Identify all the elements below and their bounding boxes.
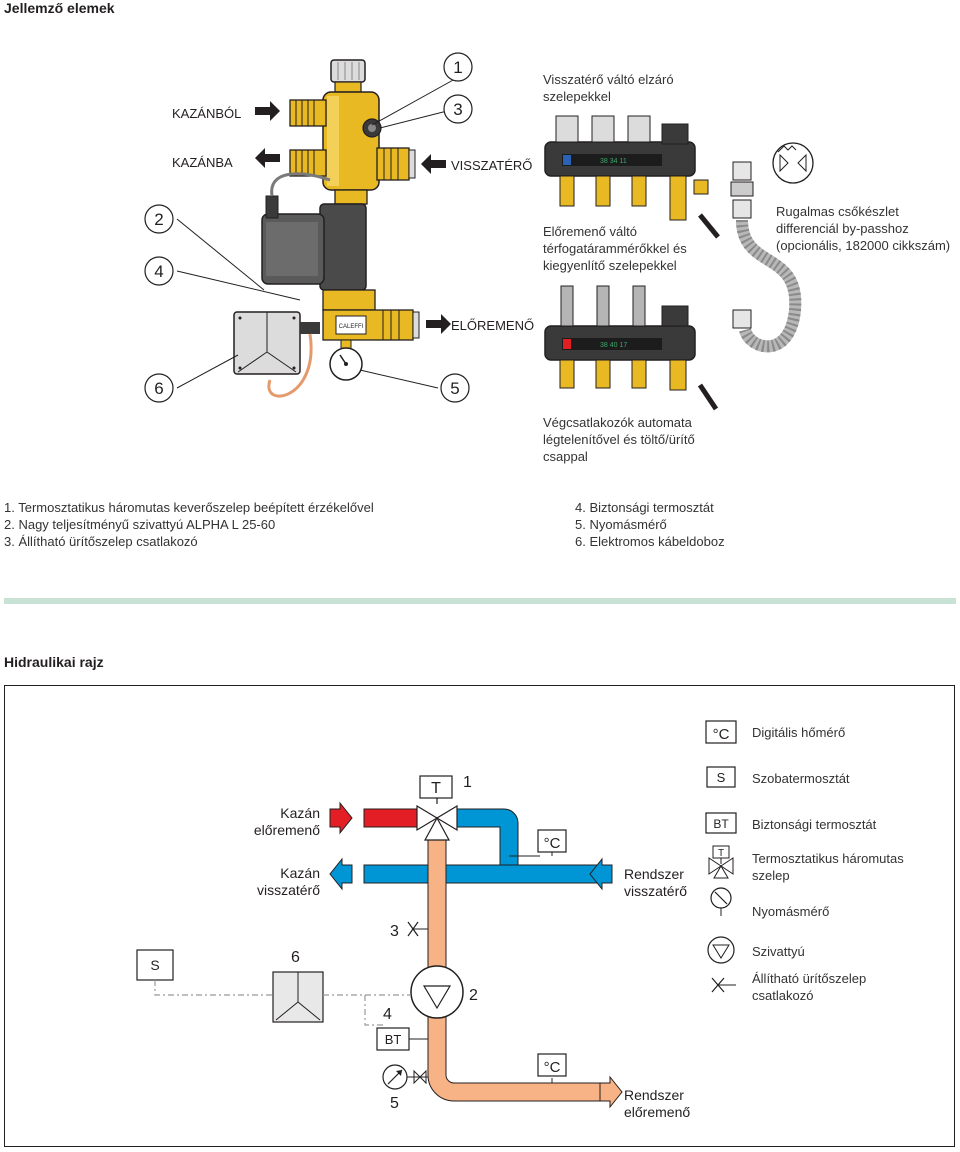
flow-outlet-block: CALEFFI xyxy=(322,289,420,341)
svg-text:T: T xyxy=(718,848,724,859)
system-return-pipe xyxy=(363,864,601,884)
number-2: 2 xyxy=(469,987,478,1004)
boiler-return-fitting xyxy=(289,149,327,177)
callout-3: 3 xyxy=(453,100,462,119)
manifold-display-bottom: 38 40 17 xyxy=(600,342,627,349)
section-heading-hydraulic: Hidraulikai rajz xyxy=(4,654,104,670)
gauge-brand-text: CALEFFI xyxy=(339,324,364,330)
boiler-flow-fitting xyxy=(289,99,327,127)
label-return: VISSZATÉRŐ xyxy=(451,158,533,173)
number-1: 1 xyxy=(463,774,472,791)
section-divider xyxy=(4,598,956,604)
legend-item: 1. Termosztatikus háromutas keverőszelep… xyxy=(4,500,374,515)
legend-thermometer-icon xyxy=(705,720,737,744)
label-boiler-flow: Kazán előremenő xyxy=(253,805,320,838)
label-return-manifold: Visszatérő váltó elzáró szelepekkel xyxy=(543,72,674,104)
number-4: 4 xyxy=(383,1006,392,1023)
hydraulic-diagram-frame xyxy=(4,685,955,1147)
legend-text-safety-thermostat: Biztonsági termosztát xyxy=(752,817,877,832)
callout-4: 4 xyxy=(154,262,163,281)
svg-text:°C: °C xyxy=(713,726,730,743)
legend-text-three-way-valve: Termosztatikus háromutas szelep xyxy=(752,851,904,883)
return-fitting xyxy=(376,147,416,181)
callout-1: 1 xyxy=(453,58,462,77)
system-return-arrow xyxy=(589,857,613,891)
return-manifold-illustration: 38 34 11 xyxy=(544,115,720,239)
callout-5: 5 xyxy=(450,379,459,398)
label-boiler-return: Kazán visszatérő xyxy=(256,865,320,898)
number-3: 3 xyxy=(390,923,399,940)
pump-symbol xyxy=(410,965,464,1019)
svg-text:BT: BT xyxy=(385,1032,402,1047)
label-from-boiler: KAZÁNBÓL xyxy=(172,106,242,121)
mixing-valve-body xyxy=(322,91,382,191)
electrical-box-illustration xyxy=(233,311,320,398)
manifold-display-top: 38 34 11 xyxy=(600,158,627,165)
bypass-pipe xyxy=(451,808,519,866)
boiler-flow-pipe xyxy=(363,808,423,828)
svg-text:S: S xyxy=(150,957,159,973)
legend-text-room-thermostat: Szobatermosztát xyxy=(752,771,850,786)
number-5: 5 xyxy=(390,1095,399,1112)
label-hose-kit: Rugalmas csőkészlet differenciál by-pass… xyxy=(776,204,951,253)
legend-text-pressure-gauge: Nyomásmérő xyxy=(752,904,830,919)
legend-pump-icon xyxy=(707,936,735,964)
section-heading-features: Jellemző elemek xyxy=(4,0,115,16)
legend-item: 5. Nyomásmérő xyxy=(575,517,667,532)
room-thermostat-symbol xyxy=(136,949,174,981)
drain-valve-symbol xyxy=(407,921,428,937)
digital-thermometer-return: °C xyxy=(509,829,567,857)
label-system-flow: Rendszer előremenő xyxy=(624,1087,691,1120)
flexible-hose-illustration xyxy=(730,142,814,353)
flow-manifold-illustration: 38 40 17 xyxy=(544,285,719,411)
svg-text:°C: °C xyxy=(544,835,561,852)
callout-2: 2 xyxy=(154,210,163,229)
three-way-valve-symbol: T xyxy=(416,775,458,841)
label-flow-manifold: Előremenő váltó térfogatárammérőkkel és … xyxy=(543,224,687,273)
system-flow-arrow xyxy=(599,1075,623,1109)
mixing-unit-illustration: CALEFFI xyxy=(144,52,814,411)
legend-item: 4. Biztonsági termosztát xyxy=(575,500,714,515)
legend-three-way-valve-icon: T xyxy=(708,845,734,879)
mixing-valve-head xyxy=(330,59,366,93)
legend-item: 3. Állítható ürítőszelep csatlakozó xyxy=(4,534,198,549)
pressure-gauge-illustration xyxy=(329,339,363,381)
number-6: 6 xyxy=(291,949,300,966)
legend-pressure-gauge-icon xyxy=(710,887,732,916)
legend-right: 4. Biztonsági termosztát 5. Nyomásmérő 6… xyxy=(575,499,935,550)
digital-thermometer-flow: °C xyxy=(537,1053,567,1083)
direction-arrows xyxy=(255,101,451,334)
callout-circles: 1 3 2 4 6 5 xyxy=(144,52,473,403)
legend-item: 2. Nagy teljesítményű szivattyú ALPHA L … xyxy=(4,517,276,532)
legend-drain-valve-icon xyxy=(711,977,736,993)
hydraulic-schematic: T 1 °C °C 3 2 S 6 4 xyxy=(136,720,737,1112)
legend-item: 6. Elektromos kábeldoboz xyxy=(575,534,725,549)
legend-text-drain-valve: Állítható ürítőszelep csatlakozó xyxy=(752,971,867,1003)
label-end-fittings: Végcsatlakozók automata légtelenítővel é… xyxy=(543,415,695,464)
label-flow: ELŐREMENŐ xyxy=(451,318,535,333)
pump-illustration xyxy=(261,172,367,291)
legend-safety-thermostat-icon xyxy=(705,812,737,834)
svg-text:S: S xyxy=(717,770,726,785)
legend-symbols: °C S BT T xyxy=(705,720,737,993)
label-system-return: Rendszer visszatérő xyxy=(624,866,688,899)
valve-symbol-t: T xyxy=(431,780,441,797)
boiler-flow-arrow xyxy=(329,801,353,835)
callout-leaders xyxy=(176,78,456,389)
boiler-return-arrow xyxy=(329,857,353,891)
label-to-boiler: KAZÁNBA xyxy=(172,155,233,170)
callout-6: 6 xyxy=(154,379,163,398)
svg-text:°C: °C xyxy=(544,1059,561,1076)
legend-room-thermostat-icon xyxy=(706,766,736,788)
system-flow-pipe xyxy=(427,834,601,1102)
pressure-gauge-symbol xyxy=(382,1064,428,1090)
legend-text-thermometer: Digitális hőmérő xyxy=(752,725,846,740)
electrical-box-symbol xyxy=(272,971,324,1023)
legend-left: 1. Termosztatikus háromutas keverőszelep… xyxy=(4,499,544,550)
legend-text-pump: Szivattyú xyxy=(752,944,805,959)
svg-text:BT: BT xyxy=(713,817,729,831)
